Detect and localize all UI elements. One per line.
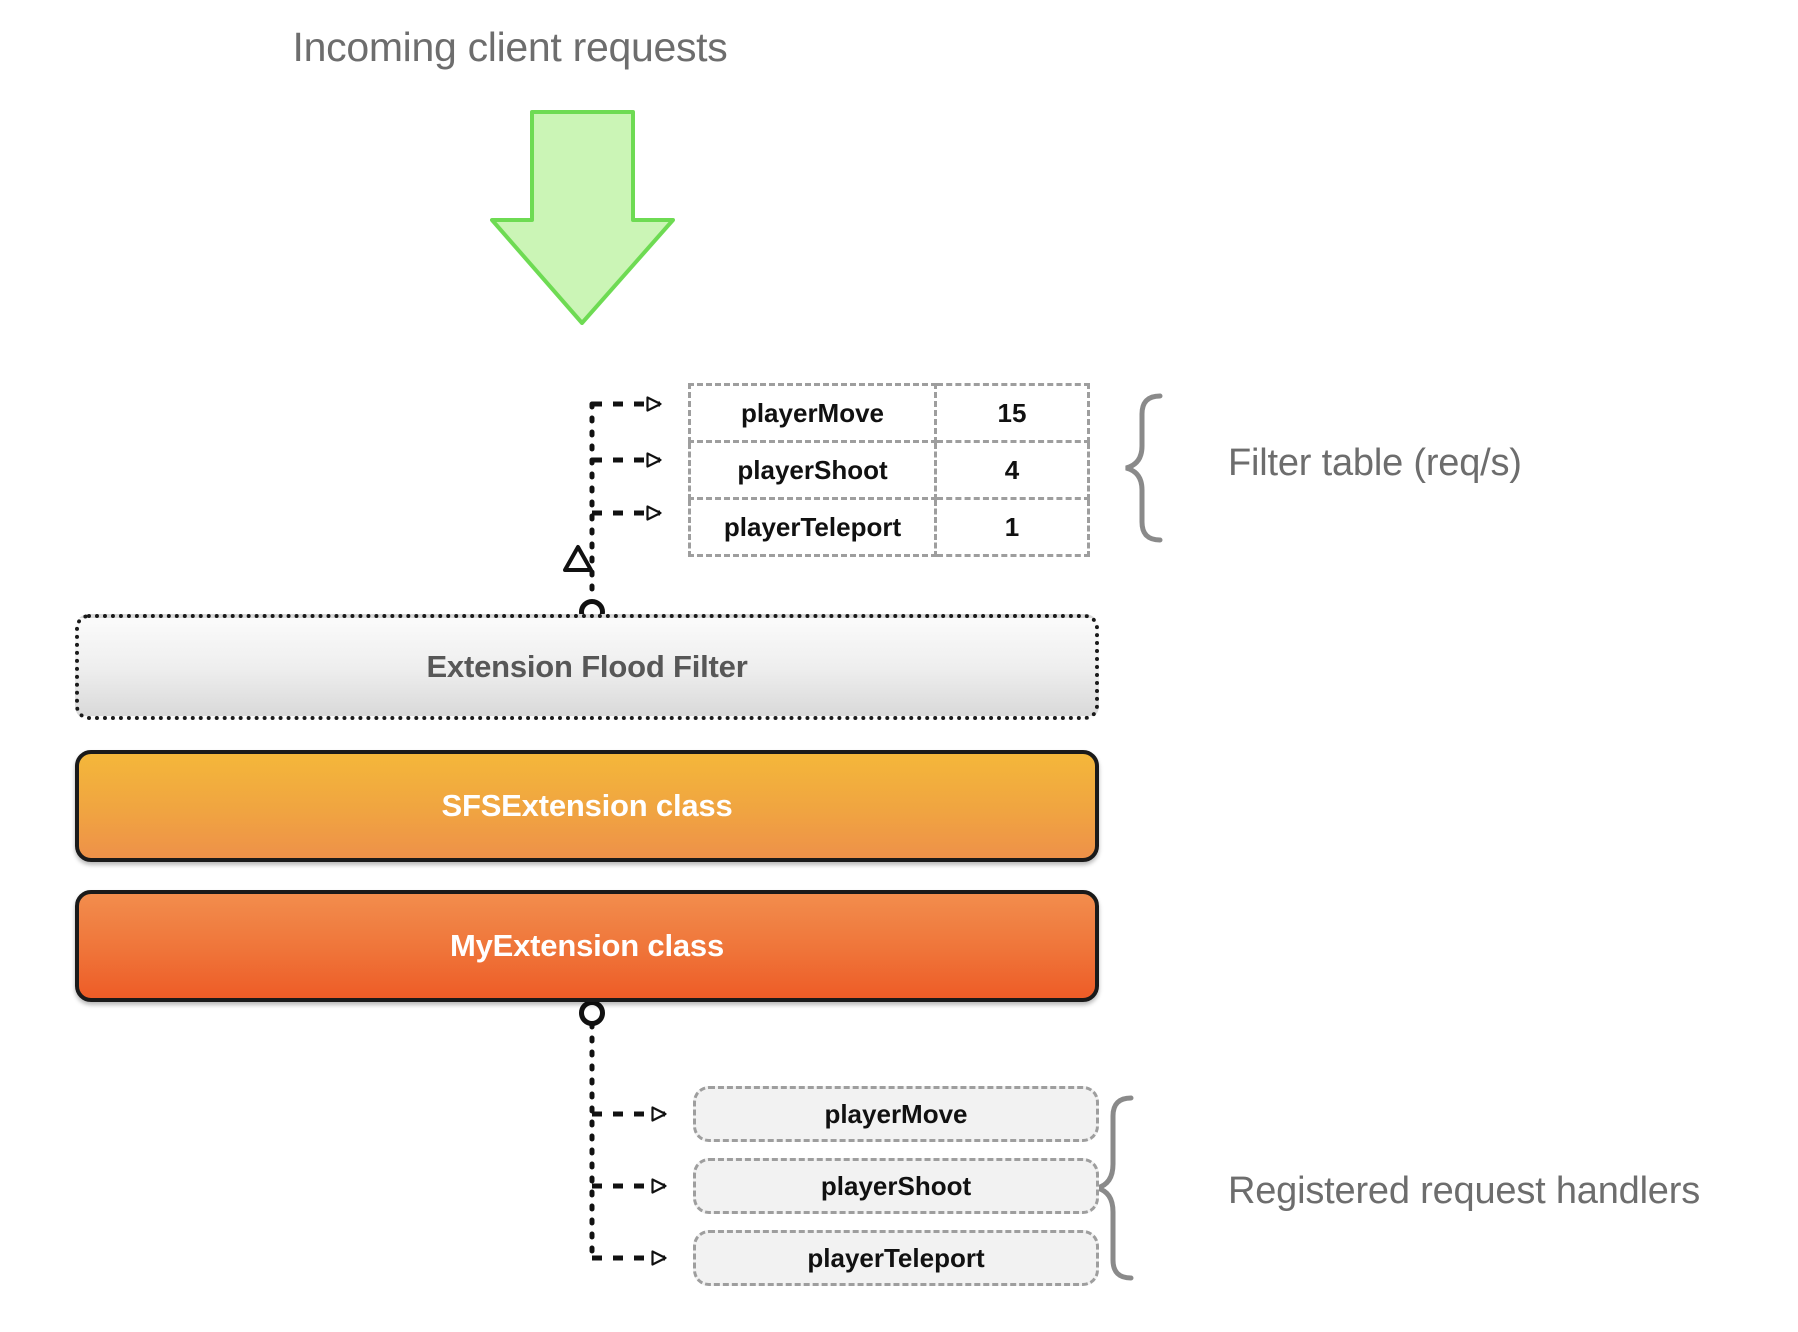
handler-anchor-circle-icon xyxy=(579,1000,605,1026)
page-title: Incoming client requests xyxy=(292,24,728,70)
filter-table-brace xyxy=(1125,393,1163,543)
list-item[interactable]: playerMove xyxy=(693,1086,1099,1142)
table-row[interactable]: playerShoot 4 xyxy=(688,440,1090,500)
filter-table-connectors xyxy=(563,404,660,625)
down-arrow-icon xyxy=(490,110,675,325)
layer-sfsextension-class[interactable]: SFSExtension class xyxy=(75,750,1099,862)
filter-request-name: playerShoot xyxy=(688,440,937,500)
filter-table: playerMove 15 playerShoot 4 playerTelepo… xyxy=(688,383,1090,557)
handler-connectors xyxy=(579,1000,666,1259)
table-row[interactable]: playerMove 15 xyxy=(688,383,1090,443)
layer-extension-flood-filter[interactable]: Extension Flood Filter xyxy=(75,614,1099,720)
layer-label: Extension Flood Filter xyxy=(426,649,748,684)
filter-table-label: Filter table (req/s) xyxy=(1228,442,1522,484)
list-item[interactable]: playerTeleport xyxy=(693,1230,1099,1286)
filter-request-rate: 4 xyxy=(934,440,1090,500)
list-item[interactable]: playerShoot xyxy=(693,1158,1099,1214)
filter-request-rate: 1 xyxy=(934,497,1090,557)
registered-handlers-label: Registered request handlers xyxy=(1228,1170,1700,1212)
layer-label: SFSExtension class xyxy=(441,788,733,823)
layer-label: MyExtension class xyxy=(450,928,724,963)
filter-request-rate: 15 xyxy=(934,383,1090,443)
handlers-brace xyxy=(1096,1095,1134,1281)
layer-myextension-class[interactable]: MyExtension class xyxy=(75,890,1099,1002)
filter-request-name: playerMove xyxy=(688,383,937,443)
table-row[interactable]: playerTeleport 1 xyxy=(688,497,1090,557)
trunk-triangle-icon xyxy=(563,545,593,572)
filter-request-name: playerTeleport xyxy=(688,497,937,557)
